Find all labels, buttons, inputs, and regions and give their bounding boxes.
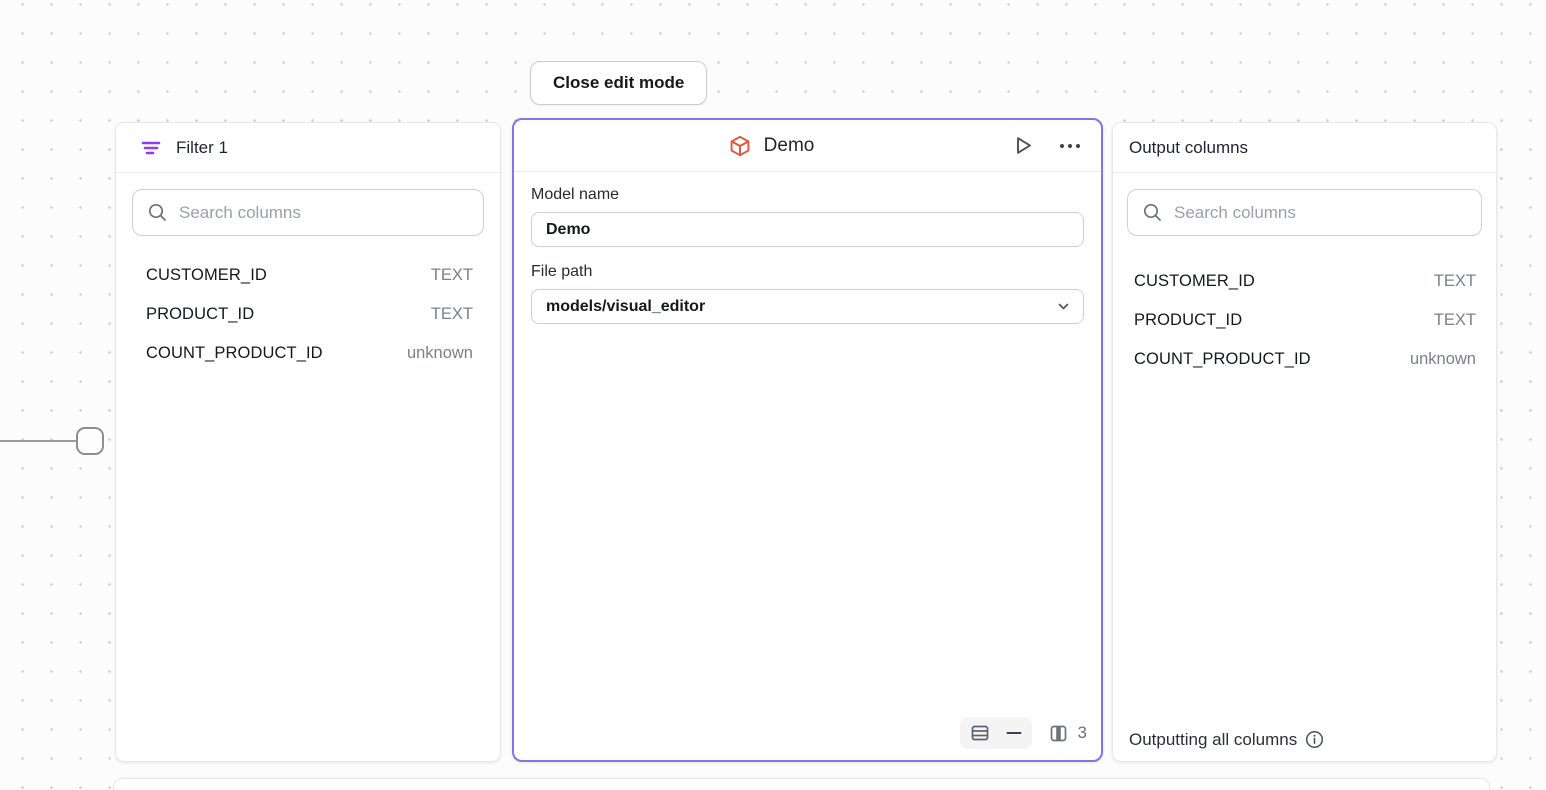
column-type: TEXT [430, 266, 473, 284]
model-panel-body: Model name File path models/visual_edito… [514, 172, 1101, 760]
column-name: PRODUCT_ID [1134, 311, 1243, 329]
model-panel-title: Demo [763, 134, 815, 156]
output-panel-header: Output columns [1113, 123, 1496, 173]
model-name-input[interactable] [531, 212, 1084, 247]
column-count: 3 [1077, 723, 1087, 742]
run-model-button[interactable] [1010, 132, 1037, 159]
model-panel-header: Demo [514, 120, 1101, 172]
column-type: TEXT [1433, 311, 1476, 329]
close-edit-mode-button[interactable]: Close edit mode [530, 61, 708, 105]
filter-search-input[interactable] [179, 202, 471, 223]
output-footer-text: Outputting all columns [1129, 729, 1298, 749]
column-row[interactable]: CUSTOMER_ID TEXT [116, 256, 500, 295]
output-search-box[interactable] [1127, 189, 1482, 236]
column-name: PRODUCT_ID [146, 305, 255, 323]
model-name-label: Model name [531, 186, 620, 203]
model-panel-footer: 3 [959, 717, 1087, 749]
search-icon [1142, 202, 1163, 223]
ellipsis-icon [1059, 143, 1081, 149]
play-icon [1012, 134, 1035, 157]
file-path-select[interactable]: models/visual_editor [531, 289, 1084, 324]
info-icon[interactable] [1305, 730, 1324, 749]
output-panel-title: Output columns [1129, 137, 1249, 157]
more-options-button[interactable] [1057, 141, 1083, 151]
filter-column-list: CUSTOMER_ID TEXT PRODUCT_ID TEXT COUNT_P… [116, 252, 500, 377]
connector-handle[interactable] [76, 427, 104, 455]
output-panel-footer: Outputting all columns [1113, 718, 1496, 761]
column-name: CUSTOMER_ID [1134, 272, 1255, 290]
search-icon [147, 202, 168, 223]
column-type: unknown [406, 344, 473, 362]
column-count-indicator[interactable]: 3 [1048, 723, 1087, 744]
table-rows-icon[interactable] [969, 722, 991, 744]
bottom-panel[interactable] [113, 778, 1490, 790]
connector-edge [0, 440, 77, 442]
filter-panel-header: Filter 1 [116, 123, 500, 173]
column-type: TEXT [430, 305, 473, 323]
column-row[interactable]: PRODUCT_ID TEXT [1113, 301, 1496, 340]
filter-search-box[interactable] [132, 189, 484, 236]
column-type: TEXT [1433, 272, 1476, 290]
columns-icon [1048, 723, 1069, 744]
filter-panel-title: Filter 1 [176, 137, 228, 157]
filter-node-panel[interactable]: Filter 1 CUSTOMER_ID TEXT PRODUCT_ID TEX… [115, 122, 501, 762]
column-name: COUNT_PRODUCT_ID [146, 344, 323, 362]
model-node-panel[interactable]: Demo Model nam [512, 118, 1103, 762]
column-name: COUNT_PRODUCT_ID [1134, 350, 1311, 368]
output-search-input[interactable] [1174, 202, 1469, 223]
file-path-value: models/visual_editor [546, 297, 706, 315]
chevron-down-icon [1056, 299, 1071, 314]
file-path-label: File path [531, 263, 593, 280]
column-row[interactable]: COUNT_PRODUCT_ID unknown [116, 334, 500, 373]
preview-toggle-group[interactable] [959, 717, 1032, 749]
cube-icon [728, 134, 752, 158]
column-row[interactable]: COUNT_PRODUCT_ID unknown [1113, 340, 1496, 379]
column-row[interactable]: CUSTOMER_ID TEXT [1113, 262, 1496, 301]
column-name: CUSTOMER_ID [146, 266, 267, 284]
column-type: unknown [1409, 350, 1476, 368]
output-columns-panel[interactable]: Output columns CUSTOMER_ID TEXT PRODUCT_… [1112, 122, 1497, 762]
filter-icon [140, 137, 162, 159]
output-column-list: CUSTOMER_ID TEXT PRODUCT_ID TEXT COUNT_P… [1113, 252, 1496, 379]
column-row[interactable]: PRODUCT_ID TEXT [116, 295, 500, 334]
minus-icon[interactable] [1005, 724, 1023, 742]
